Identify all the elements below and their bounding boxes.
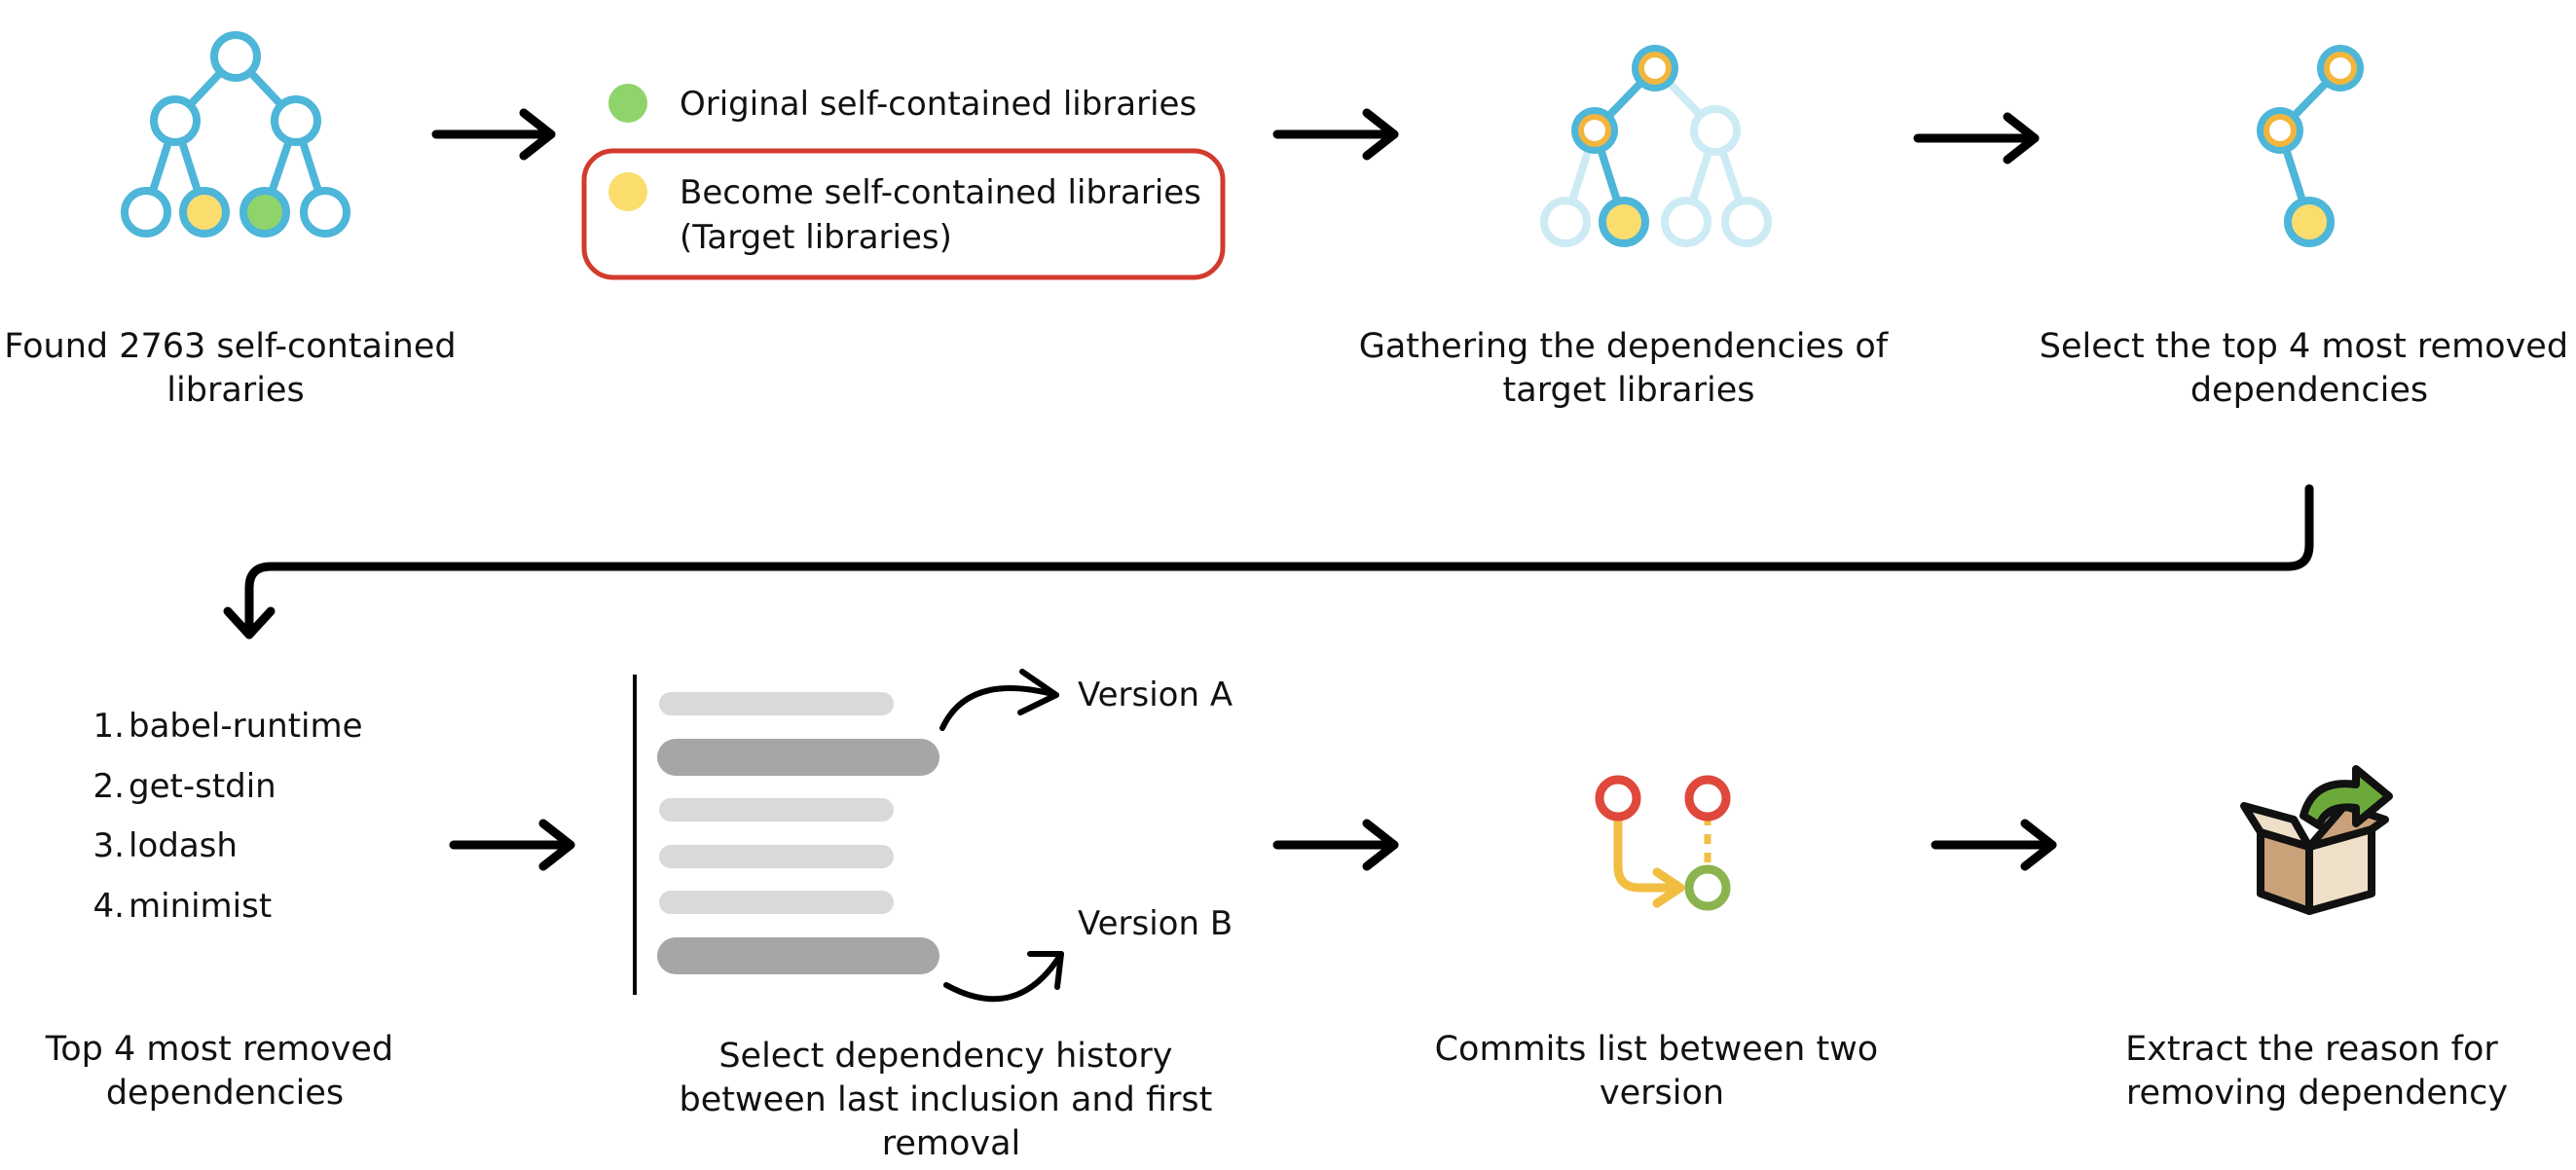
list-item: 2. get-stdin [93,767,276,806]
tree-node-dependency [1599,197,1649,247]
list-item-number: 3. [93,826,125,865]
dependency-history-icon [633,669,1064,1003]
list-item-number: 1. [93,707,125,746]
tree-node [150,95,201,146]
box-out-arrow [2300,765,2393,829]
version-b-arrow [943,951,1064,1003]
step4-caption: Top 4 most removed dependencies [45,1030,404,1113]
arrow-right-icon [1272,819,1399,871]
version-a-label: Version A [1078,676,1233,714]
legend: Original self-contained libraries Become… [581,84,1226,280]
tree-node [210,31,261,82]
commit-node-red [1684,775,1731,822]
step1-caption: Found 2763 self-contained libraries [4,327,467,410]
version-a-arrow [939,684,1059,731]
step7-caption: Extract the reason for removing dependen… [2125,1030,2509,1113]
commit-node-green [1684,864,1731,911]
tree-node-target [2330,57,2351,79]
tree-node [300,187,350,238]
top-dependencies-list: 1. babel-runtime 2. get-stdin 3. lodash … [93,707,363,926]
legend-green-dot [608,84,647,123]
tree-node-dependency [2284,197,2335,247]
tree-node [271,95,321,146]
list-item-label: babel-runtime [129,707,363,746]
step6-caption: Commits list between two version [1435,1030,1890,1113]
version-arrows [939,669,1064,1003]
tree-node [121,187,171,238]
legend-target-box [581,148,1226,280]
history-bars [657,692,939,974]
box-left-flap [2240,802,2313,851]
arrow-right-icon [1272,108,1399,161]
list-item: 1. babel-runtime [93,707,363,746]
dependency-tree-icon [121,31,350,238]
arrow-right-icon [1931,819,2057,871]
merge-path [1613,811,1681,893]
commit-node-red [1595,775,1641,822]
arrow-right-icon [449,819,575,871]
list-item-number: 4. [93,887,125,926]
tree-node-faded [1661,197,1711,247]
tree-node-target [179,187,230,238]
tree-node-original [239,187,290,238]
arrow-right-icon [431,108,556,161]
arrow-right-icon [1913,112,2040,165]
step3-caption: Select the top 4 most removed dependenci… [2040,327,2576,410]
tree-node-faded [1540,197,1591,247]
target-dependencies-tree-icon [1540,45,1772,247]
merge-arrowhead [1652,867,1685,908]
version-b-label: Version B [1078,904,1233,943]
tree-node-faded [1690,105,1741,156]
commit-merge-icon [1595,775,1731,911]
step5-caption: Select dependency history between last i… [680,1037,1224,1163]
removed-dependencies-tree-icon [2257,45,2364,247]
list-item-label: get-stdin [129,767,276,806]
legend-target-label: Become self-contained libraries [680,173,1201,212]
list-item-label: lodash [129,826,238,865]
tree-node-target [2269,120,2291,141]
connector-arrow-icon [223,484,2314,640]
box-with-arrow-icon [2240,765,2393,915]
list-item-label: minimist [129,887,272,926]
tree-node-target [1584,120,1605,141]
tree-node-faded [1721,197,1772,247]
legend-yellow-dot [608,172,647,211]
step2-caption: Gathering the dependencies of target lib… [1359,327,1899,410]
legend-target-sublabel: (Target libraries) [680,218,952,257]
tree-node-target [1644,57,1666,79]
list-item-number: 2. [93,767,125,806]
list-item: 3. lodash [93,826,238,865]
list-item: 4. minimist [93,887,273,926]
legend-original-label: Original self-contained libraries [680,85,1196,124]
